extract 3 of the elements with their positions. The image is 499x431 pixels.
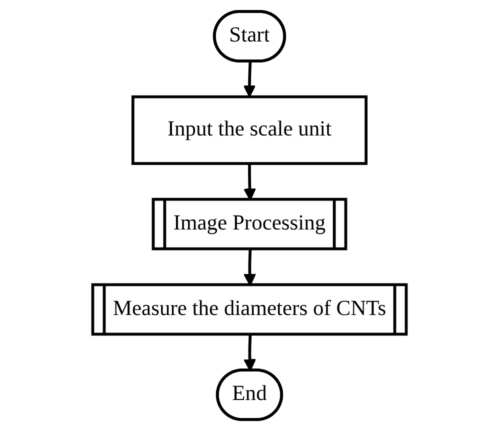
arrow: [243, 334, 256, 372]
arrow: [243, 62, 256, 98]
node-box: Input the scale unit: [131, 95, 368, 165]
